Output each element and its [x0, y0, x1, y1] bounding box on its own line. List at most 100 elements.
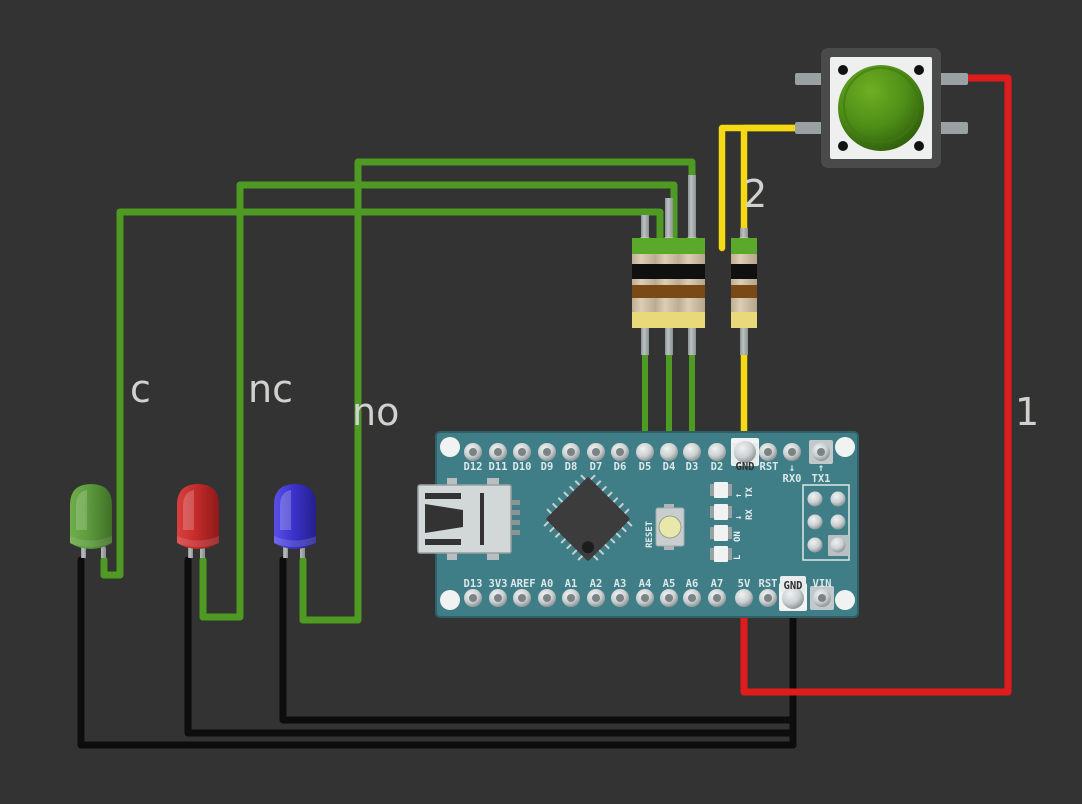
resistor-4[interactable] — [731, 228, 757, 355]
pin-label-D3: D3 — [686, 461, 699, 473]
gnd-bottom-label-bg — [780, 576, 806, 592]
smd-led-tx — [714, 482, 728, 498]
pin-label-D13: D13 — [464, 578, 483, 590]
usb-detail-2 — [425, 504, 463, 533]
pin-hole-A2 — [592, 594, 600, 602]
pin-D3[interactable] — [683, 443, 701, 461]
pushbutton-screw-bl — [838, 141, 848, 151]
resistor-3-band-gold — [679, 312, 705, 328]
pin-label-GND-top: GND — [736, 461, 755, 473]
blue-led-rim — [274, 536, 316, 547]
pin-hole-3V3 — [494, 594, 502, 602]
mounting-hole-tr — [835, 437, 855, 457]
arduino-nano-board[interactable]: D12 D11 D10 D9 D8 D7 D6 D5 D4 D3 D2 GND … — [417, 431, 859, 618]
tx1-arrow-icon: ↑ — [818, 462, 824, 474]
pin-hole-A5 — [665, 594, 673, 602]
pin-D5[interactable] — [636, 443, 654, 461]
chip-body — [546, 477, 630, 561]
pin-hole-VIN — [818, 594, 826, 602]
pin-GND-top[interactable] — [734, 441, 756, 463]
pin-5V[interactable] — [735, 589, 753, 607]
pin-hole-D11 — [494, 448, 502, 456]
pin-label-VIN: VIN — [813, 578, 832, 590]
pin-hole-D7 — [592, 448, 600, 456]
pin-label-3V3: 3V3 — [489, 578, 508, 590]
pin-label-5V: 5V — [738, 578, 751, 590]
pin-label-D5: D5 — [639, 461, 652, 473]
pin-hole-D6 — [616, 448, 624, 456]
resistor-3-band-green — [679, 238, 705, 254]
usb-pin-4 — [511, 530, 520, 535]
pin-hole-TX1 — [817, 448, 825, 456]
microcontroller-chip — [543, 474, 633, 561]
green-led[interactable] — [70, 484, 112, 558]
chip-pins — [543, 474, 633, 561]
usb-pin-2 — [511, 510, 520, 515]
resistor-3-body — [679, 237, 705, 328]
pin-label-A7: A7 — [711, 578, 724, 590]
pin-hole-A4 — [641, 594, 649, 602]
resistor-4-band-green — [731, 238, 757, 254]
icsp-pin-1[interactable] — [807, 491, 823, 507]
resistor-1-body — [632, 237, 658, 328]
pin-hole-A6 — [688, 594, 696, 602]
pin-hole-D10 — [518, 448, 526, 456]
smd-on-pad-r — [727, 527, 732, 539]
resistor-2-lead-bottom — [665, 310, 673, 355]
resistor-2-band-black — [656, 264, 682, 279]
pin-label-TX1: TX1 — [812, 473, 831, 485]
resistor-1-band-black — [632, 264, 658, 279]
usb-pin-1 — [511, 500, 520, 505]
wire-label-nc: nc — [248, 367, 293, 411]
indicator-leds: ← TX → RX ON L — [710, 482, 755, 562]
icsp-pin-3[interactable] — [807, 514, 823, 530]
pushbutton[interactable] — [795, 48, 968, 168]
icsp-pin-6[interactable] — [830, 537, 846, 553]
red-led-rim — [177, 536, 219, 547]
smd-arrow-tx: ← — [736, 491, 742, 501]
pin-label-D11: D11 — [489, 461, 508, 473]
pushbutton-cap[interactable] — [838, 65, 924, 151]
blue-led-dome — [274, 484, 316, 549]
pushbutton-leg-bottom-left — [795, 122, 829, 134]
pin-D4[interactable] — [660, 443, 678, 461]
pin-label-D4: D4 — [663, 461, 676, 473]
icsp-pin-2[interactable] — [830, 491, 846, 507]
smd-label-tx: TX — [745, 487, 755, 498]
reset-plunger[interactable] — [658, 515, 682, 539]
resistor-3-band-brown — [679, 285, 705, 298]
resistor-1-band-brown — [632, 285, 658, 298]
pushbutton-leg-top-left — [795, 73, 829, 85]
usb-tab-tl — [447, 478, 457, 487]
resistor-1-band-green — [632, 238, 658, 254]
bottom-pin-row[interactable]: D13 3V3 AREF A0 A1 A2 A3 A4 A5 A6 A7 5V … — [464, 576, 834, 611]
blue-led[interactable] — [274, 484, 316, 558]
pin-hole-A7 — [713, 594, 721, 602]
pin-D2[interactable] — [708, 443, 726, 461]
icsp-pin-4[interactable] — [830, 514, 846, 530]
pin-label-D6: D6 — [614, 461, 627, 473]
resistor-1[interactable] — [632, 215, 658, 355]
pin-hole-D12 — [469, 448, 477, 456]
pin-label-D2: D2 — [711, 461, 724, 473]
reset-button[interactable]: RESET — [645, 504, 685, 550]
pin-GND-bottom[interactable] — [782, 587, 804, 609]
red-led[interactable] — [177, 484, 219, 558]
pin-label-A2: A2 — [590, 578, 603, 590]
top-pin-row[interactable]: D12 D11 D10 D9 D8 D7 D6 D5 D4 D3 D2 GND … — [464, 438, 833, 485]
icsp-header[interactable] — [802, 484, 850, 561]
usb-tab-tr — [487, 478, 499, 487]
pin-label-AREF: AREF — [510, 578, 535, 590]
usb-connector — [417, 478, 520, 560]
resistor-2[interactable] — [656, 198, 682, 355]
chip-pin1-marker — [582, 541, 594, 554]
pushbutton-leg-top-right — [934, 73, 968, 85]
usb-detail-3 — [425, 539, 461, 545]
smd-label-rx: RX — [745, 509, 755, 520]
pushbutton-leg-bottom-right — [934, 122, 968, 134]
resistor-3[interactable] — [679, 175, 705, 355]
smd-led-on — [714, 525, 728, 541]
pin-label-RST-top: RST — [760, 461, 779, 473]
icsp-pin-5[interactable] — [807, 537, 823, 553]
